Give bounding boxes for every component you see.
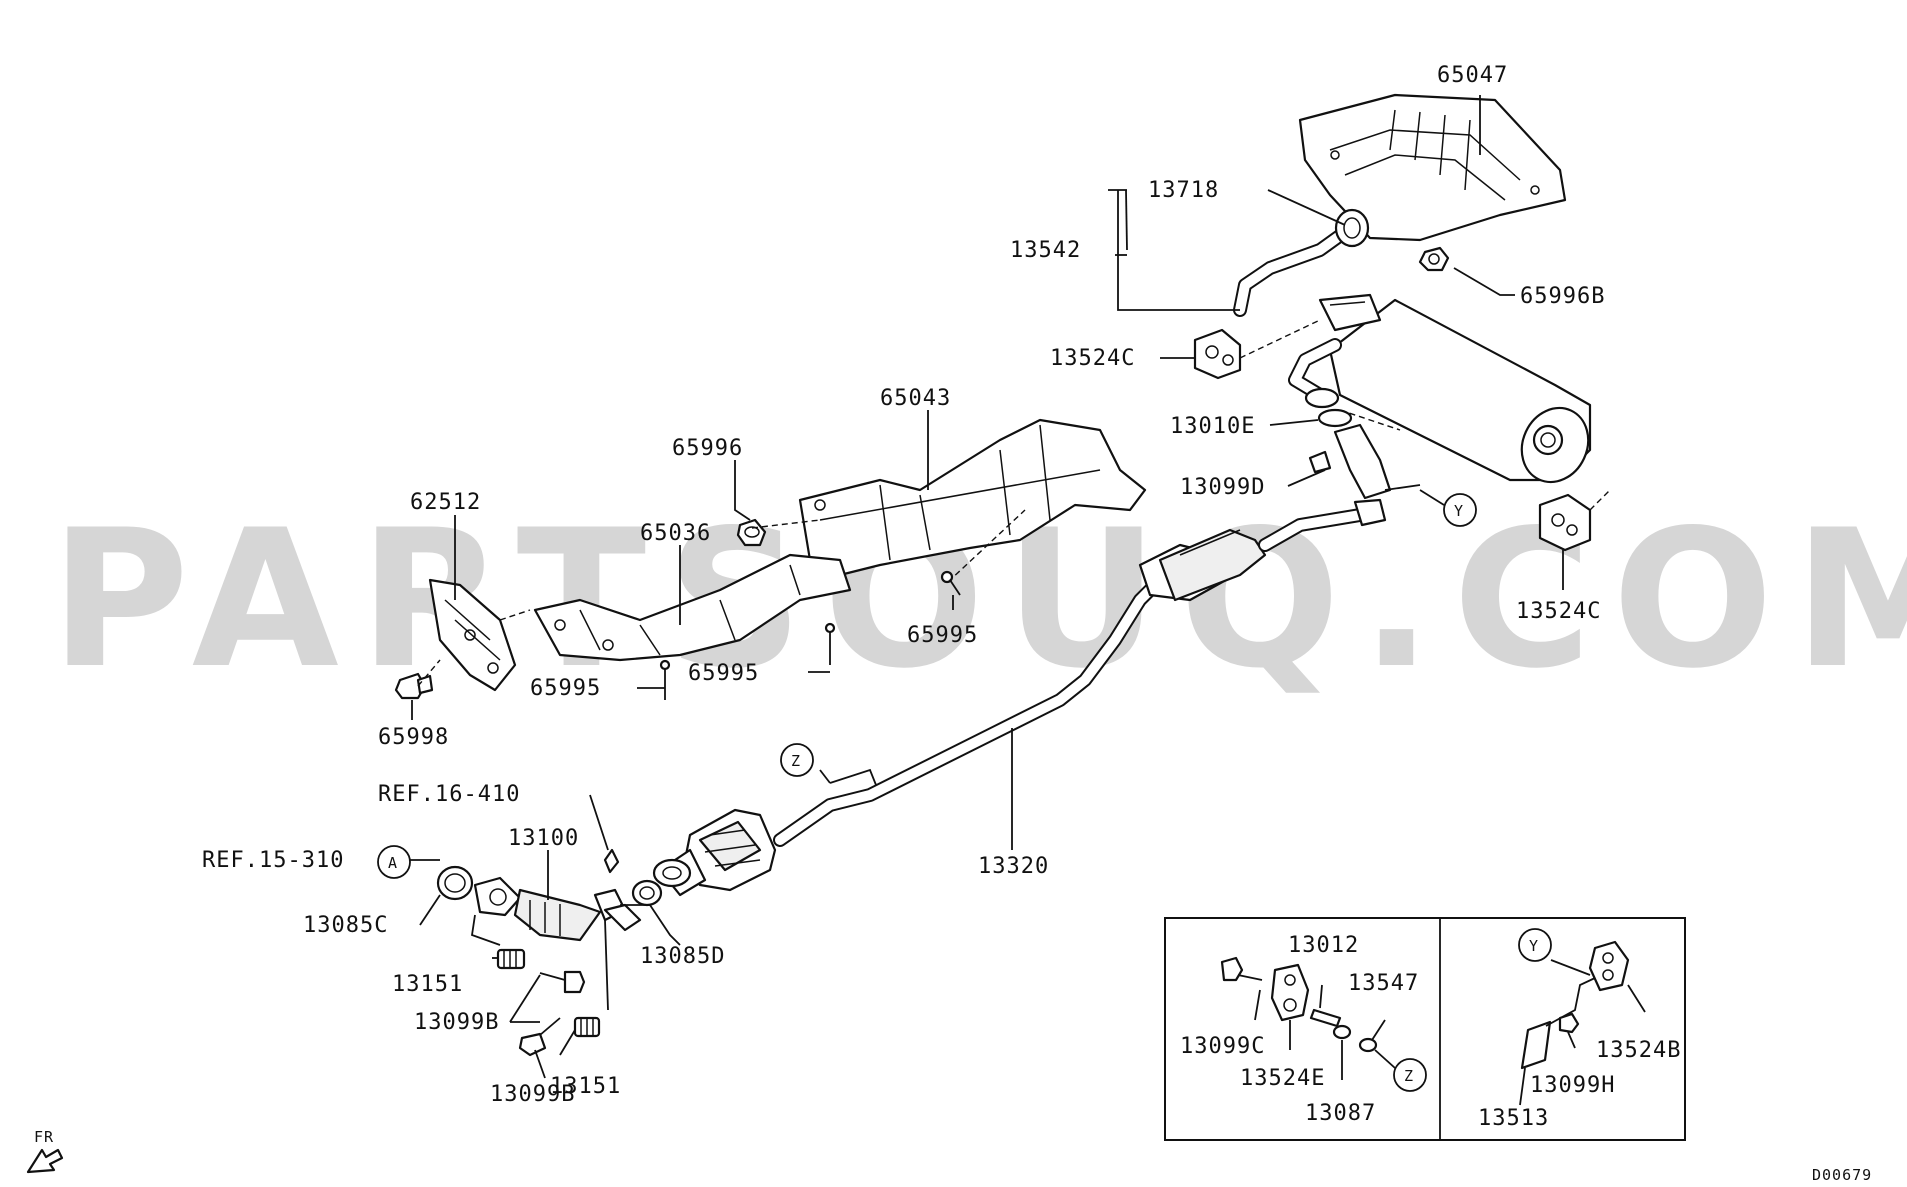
bolt-13099b-bottom [518,1017,561,1057]
label-ref-16-410: REF.16-410 [378,782,520,807]
ref-circle-y-main: Y [1443,493,1477,527]
bolt-65998 [394,672,434,700]
main-exhaust-pipe-13320 [773,498,1387,847]
gasket-13085d [631,879,663,907]
clip-65995-right [940,570,961,596]
label-65043: 65043 [880,386,951,411]
label-fr: FR [34,1128,54,1146]
hanger-rubber-13524c-right [1538,493,1592,552]
svg-text:Y: Y [1454,502,1464,520]
label-13085c: 13085C [303,913,388,938]
svg-text:Z: Z [791,752,801,770]
label-13099h: 13099H [1530,1073,1615,1098]
label-65995-left: 65995 [530,676,601,701]
hanger-rubber-13524c-top [1193,328,1242,380]
front-pipe-13100 [473,876,642,942]
gasket-13010e [1317,408,1353,428]
nut-65996b [1418,246,1450,272]
washer-13087 [1332,1024,1352,1040]
label-65036: 65036 [640,521,711,546]
clip-65995-left [659,659,671,700]
label-13099c: 13099C [1180,1034,1265,1059]
label-13320: 13320 [978,854,1049,879]
svg-text:Z: Z [1404,1067,1414,1085]
label-13513: 13513 [1478,1106,1549,1131]
bolt-13099b-top [539,970,586,994]
label-13099d: 13099D [1180,475,1265,500]
flange-bracket-13099d [1308,423,1421,500]
bolt-13099c [1220,956,1263,982]
pin-13012 [1309,1008,1342,1028]
label-13100: 13100 [508,826,579,851]
label-65995-right: 65995 [907,623,978,648]
label-13524b: 13524B [1596,1038,1681,1063]
ref-circle-z-inset: Z [1393,1058,1427,1092]
hanger-rubber-13524e [1270,963,1310,1022]
spring-13151-top [496,948,526,970]
label-13542: 13542 [1010,238,1081,263]
label-13012: 13012 [1288,933,1359,958]
ref-circle-z-main: Z [780,743,814,777]
spring-13151-bottom [573,1016,601,1038]
muffler-inlet-pipe [1288,338,1342,409]
tail-pipe-13718 [1233,208,1370,317]
label-65996b: 65996B [1520,284,1605,309]
gasket-13085c [436,865,474,901]
svg-text:A: A [388,854,398,872]
label-13099b-bottom: 13099B [490,1082,575,1107]
washer-13547 [1358,1037,1378,1053]
svg-text:Y: Y [1529,937,1539,955]
label-13524e: 13524E [1240,1066,1325,1091]
detail-inset-box [1164,917,1686,1141]
front-direction-arrow [26,1148,64,1174]
heat-shield-65036 [533,553,852,662]
diagram-code: D00679 [1812,1166,1872,1184]
grommet-65996 [736,518,767,547]
ref-circle-y-inset: Y [1518,928,1552,962]
label-65047: 65047 [1437,63,1508,88]
label-13010e: 13010E [1170,414,1255,439]
bracket-62512 [428,578,517,692]
label-65998: 65998 [378,725,449,750]
clip-65995-mid [824,622,836,665]
label-13718: 13718 [1148,178,1219,203]
o2-sensor-ref [603,848,620,874]
hanger-rubber-13524b [1588,940,1630,992]
heat-shield-65043 [798,418,1147,577]
label-65996: 65996 [672,436,743,461]
label-13099b-top: 13099B [414,1010,499,1035]
label-13087: 13087 [1305,1101,1376,1126]
label-13151-top: 13151 [392,972,463,997]
bracket-13513 [1520,977,1596,1070]
label-13085d: 13085D [640,944,725,969]
label-ref-15-310: REF.15-310 [202,848,344,873]
heat-shield-65047 [1298,93,1567,242]
catalytic-converter [652,808,777,897]
bolt-13099h [1558,1012,1580,1034]
label-62512: 62512 [410,490,481,515]
ref-circle-a: A [377,845,411,879]
label-65995-mid: 65995 [688,661,759,686]
label-13524c-right: 13524C [1516,599,1601,624]
rear-muffler [1318,293,1592,484]
label-13547: 13547 [1348,971,1419,996]
label-13151-bottom: 13151 [550,1074,621,1099]
label-13524c-top: 13524C [1050,346,1135,371]
